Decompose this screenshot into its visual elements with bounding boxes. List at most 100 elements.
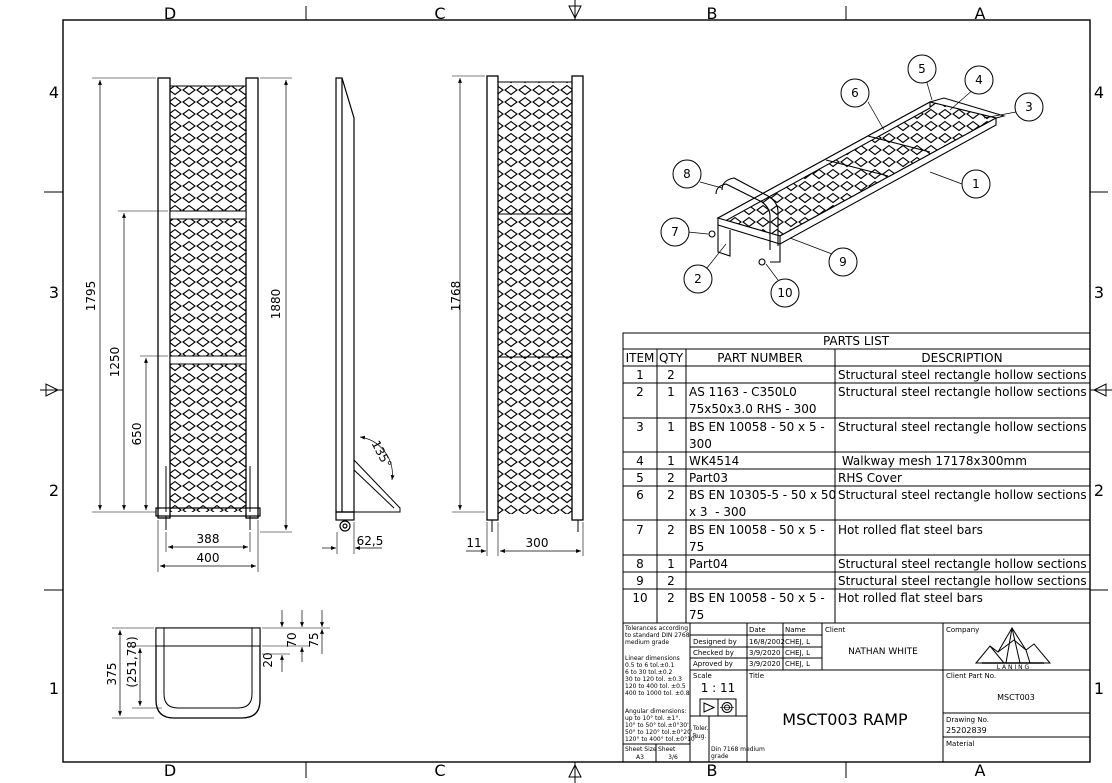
svg-text:2: 2 [694,272,702,286]
zone-right-1: 1 [1094,679,1104,698]
front-view [92,77,292,572]
table-row: 2 1 AS 1163 - C350L0 75x50x3.0 RHS - 300… [636,385,1086,416]
zone-right-2: 2 [1094,481,1104,500]
dim-62-5: 62,5 [357,534,384,548]
table-row: 10 2 BS EN 10058 - 50 x 5 - 75 Hot rolle… [632,591,982,622]
svg-text:1: 1 [667,557,675,571]
svg-text:Part03: Part03 [689,471,728,485]
rug-label: Rug. [693,733,707,740]
svg-text:x 3 - 300: x 3 - 300 [689,505,746,519]
svg-text:2: 2 [667,591,675,605]
svg-text:2: 2 [636,385,644,399]
svg-text:7: 7 [671,225,679,239]
svg-text:75: 75 [689,540,704,554]
svg-text:10° to 50° tol.±0°30'.: 10° to 50° tol.±0°30'. [625,722,691,729]
side-view [322,77,401,554]
svg-text:6 to 30 tol.±0.2: 6 to 30 tol.±0.2 [625,669,673,676]
zone-top-b: B [707,4,718,23]
svg-text:RHS Cover: RHS Cover [838,471,902,485]
svg-text:1: 1 [667,454,675,468]
table-row: 8 1 Part04 Structural steel rectangle ho… [636,557,1086,571]
balloon-2: 2 [683,264,713,294]
svg-text:BS EN 10058 - 50 x 5 -: BS EN 10058 - 50 x 5 - [689,591,825,605]
table-row: 1 2 Structural steel rectangle hollow se… [636,368,1086,382]
dim-1768: 1768 [449,281,463,312]
svg-text:400 to 1000 tol. ±0.8: 400 to 1000 tol. ±0.8 [625,690,690,697]
isometric-leaders [687,75,1017,281]
zone-left-3: 3 [49,283,59,302]
table-row: 4 1 WK4514 Walkway mesh 17178x300mm [636,454,1027,468]
svg-text:Structural steel rectangle hol: Structural steel rectangle hollow sectio… [838,488,1087,502]
col-date-label: Date [749,626,766,634]
svg-text:3: 3 [636,420,644,434]
svg-text:6: 6 [636,488,644,502]
dim-400: 400 [197,551,220,565]
zone-right-4: 4 [1094,83,1104,102]
svg-text:to standard DIN 2768: to standard DIN 2768 [625,632,690,639]
client-part-value: MSCT003 [997,693,1035,702]
sheet-size-value: A3 [636,754,644,761]
balloon-9: 9 [828,247,858,277]
designed-by-label: Designed by [693,638,737,646]
svg-text:9: 9 [839,255,847,269]
balloons: 1 2 3 4 5 6 7 8 [660,54,1044,308]
svg-text:50° to 120° tol.±0°20'.: 50° to 120° tol.±0°20'. [625,729,695,736]
end-view [112,610,330,719]
material-label: Material [946,740,974,748]
end-view-dimensions: 375 (251,78) 20 70 75 [105,632,321,687]
zone-left-4: 4 [49,83,59,102]
svg-text:75: 75 [689,608,704,622]
svg-text:300: 300 [689,437,712,451]
svg-text:Structural steel rectangle hol: Structural steel rectangle hollow sectio… [838,368,1087,382]
front-view-dimensions: 1795 1250 650 1880 388 400 [84,281,283,565]
checked-date: 3/9/2020 [749,649,780,657]
svg-text:Walkway mesh 17178x300mm: Walkway mesh 17178x300mm [838,454,1027,468]
dim-135-deg: 135° [369,438,395,470]
svg-text:Hot rolled flat steel bars: Hot rolled flat steel bars [838,523,983,537]
svg-text:Structural steel rectangle hol: Structural steel rectangle hollow sectio… [838,420,1087,434]
svg-text:1: 1 [667,420,675,434]
table-row: 7 2 BS EN 10058 - 50 x 5 - 75 Hot rolled… [636,523,983,554]
svg-text:2: 2 [667,368,675,382]
svg-text:1: 1 [667,385,675,399]
rear-view [452,75,584,556]
svg-text:8: 8 [683,167,691,181]
svg-text:Hot rolled flat steel bars: Hot rolled flat steel bars [838,591,983,605]
dim-1880: 1880 [269,289,283,320]
zone-letters-top: D C B A [164,4,986,23]
scale-label: Scale [693,672,712,680]
table-row: 3 1 BS EN 10058 - 50 x 5 - 300 Structura… [636,420,1086,451]
svg-text:75x50x3.0 RHS - 300: 75x50x3.0 RHS - 300 [689,402,816,416]
dim-251-78: (251,78) [125,636,139,687]
svg-text:4: 4 [636,454,644,468]
svg-text:medium grade: medium grade [625,639,669,646]
approved-date: 3/9/2020 [749,660,780,668]
balloon-3: 3 [1014,92,1044,122]
drawing-no-value: 25202839 [946,726,987,735]
title-label: Title [748,672,764,680]
isometric-view [708,97,1006,266]
dim-300: 300 [526,536,549,550]
parts-list: PARTS LIST ITEM QTY PART NUMBER DESCRIPT… [622,332,1091,624]
zone-letters-bottom: D C B A [164,761,986,780]
dim-1250: 1250 [108,347,122,378]
svg-text:5: 5 [918,62,926,76]
tolerance-notes: Tolerances according to standard DIN 276… [624,625,697,743]
client-value: NATHAN WHITE [848,647,918,657]
parts-list-header-qty: QTY [659,351,684,365]
balloon-4: 4 [964,65,994,95]
svg-text:30 to 120 tol. ±0.3: 30 to 120 tol. ±0.3 [625,676,682,683]
dim-388: 388 [197,532,220,546]
parts-list-header-description: DESCRIPTION [921,351,1002,365]
zone-left-1: 1 [49,679,59,698]
title-block: Tolerances according to standard DIN 276… [622,622,1091,763]
company-logo [974,627,1052,664]
zone-bottom-c: C [434,761,445,780]
svg-text:up to 10° tol. ±1°.: up to 10° tol. ±1°. [625,715,680,722]
parts-list-title: PARTS LIST [823,334,890,348]
svg-text:2: 2 [667,471,675,485]
svg-text:7: 7 [636,523,644,537]
svg-text:2: 2 [667,574,675,588]
table-row: 5 2 Part03 RHS Cover [636,471,902,485]
svg-text:1: 1 [636,368,644,382]
